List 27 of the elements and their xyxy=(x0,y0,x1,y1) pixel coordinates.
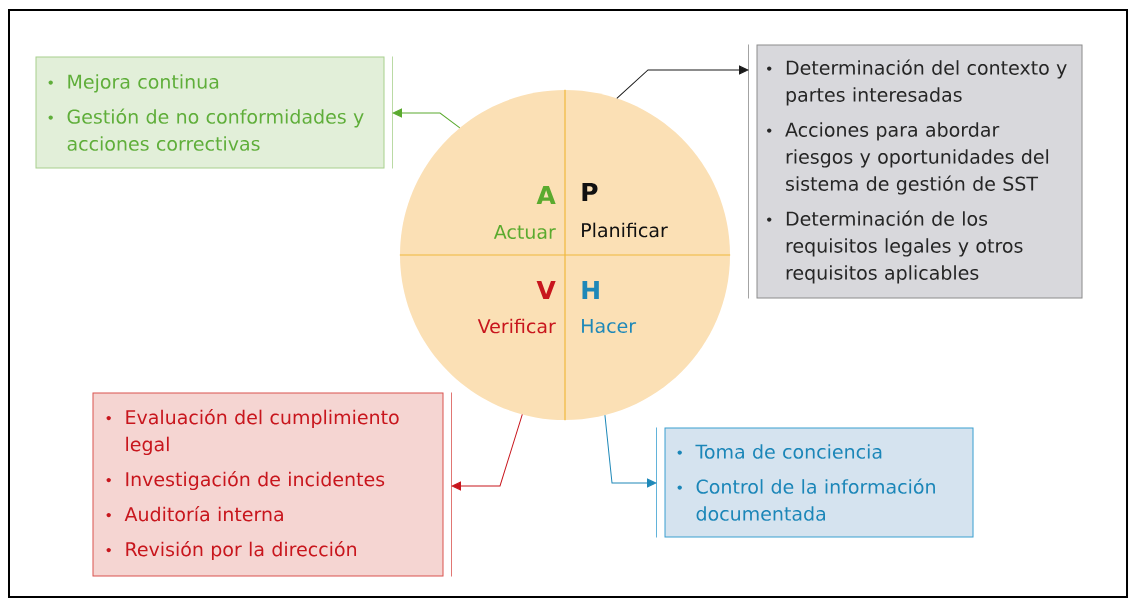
quadrant-label: Hacer xyxy=(582,318,637,334)
bullet-item: Determinación de los requisitos legales y otros requisitos aplicables xyxy=(767,210,1023,284)
quadrant-letter: A xyxy=(536,185,556,205)
text-box xyxy=(748,44,1083,299)
quadrant-label: Actuar xyxy=(493,224,556,240)
bullet-item: Revisión por la dirección xyxy=(106,540,356,561)
arrow xyxy=(451,413,523,491)
arrow xyxy=(392,108,461,129)
quadrant-label: Planificar xyxy=(582,222,668,238)
bullet-item: Investigación de incidentes xyxy=(106,470,385,491)
text-box xyxy=(35,56,393,169)
bullet-item: Mejora continua xyxy=(48,74,219,93)
text-box xyxy=(656,427,974,538)
bullet-item: Gestión de no conformidades y acciones correctivas xyxy=(48,108,364,151)
bullet-item: Evaluación del cumplimiento legal xyxy=(106,408,399,456)
arrow xyxy=(604,414,657,488)
bullet-item: Toma de conciencia xyxy=(677,444,882,459)
bullet-item: Determinación del contexto y partes interesadas xyxy=(767,59,1067,106)
text-box xyxy=(92,392,452,577)
quadrant-label: Verificar xyxy=(477,318,556,334)
quadrant-letter: V xyxy=(536,280,556,300)
bullet-item: Acciones para abordar riesgos y oportunidades del sistema de gestión de SST xyxy=(767,122,1049,195)
bullet-item: Control de la información documentada xyxy=(677,478,935,521)
quadrant-letter: P xyxy=(582,182,598,202)
arrow xyxy=(616,65,749,99)
bullet-item: Auditoría interna xyxy=(106,505,283,522)
quadrant-letter: H xyxy=(582,280,599,300)
